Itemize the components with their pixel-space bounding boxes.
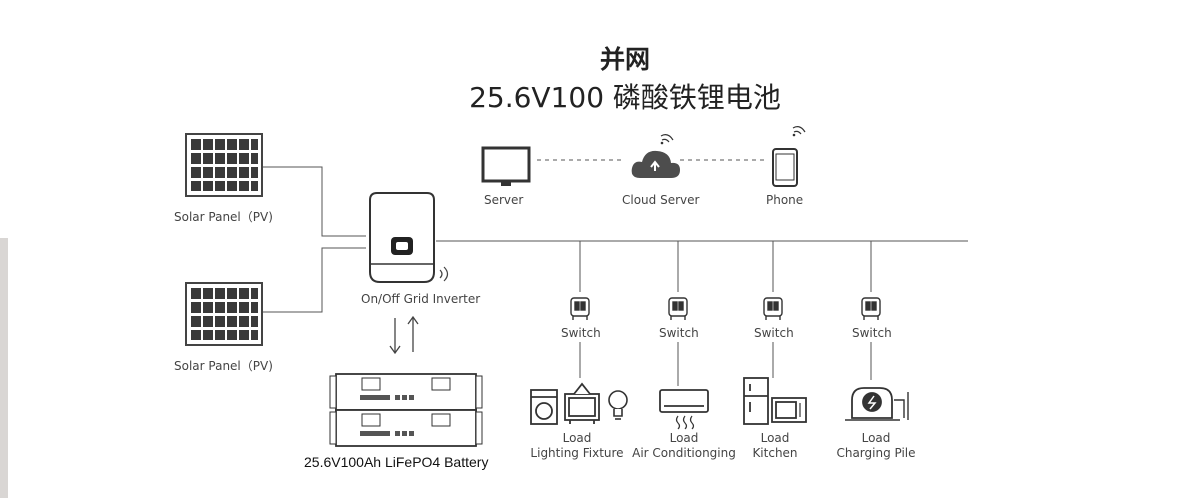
cloud-server-label: Cloud Server [622,193,700,207]
load-name: Kitchen [752,446,798,460]
tv-icon [564,382,600,424]
wire-solar-bottom [262,247,366,313]
battery-label: 25.6V100Ah LiFePO4 Battery [304,454,489,470]
inverter-icon [369,192,449,283]
power-flow-arrows-icon [389,315,419,355]
solar-panel-top-label: Solar Panel（PV) [174,210,273,224]
refrigerator-icon [743,377,769,425]
switch-label: Switch [659,326,699,340]
washing-machine-icon [530,389,558,425]
phone-label: Phone [766,193,804,207]
solar-panel-icon [185,282,263,346]
switch-icon [570,297,590,320]
microwave-icon [771,397,807,423]
switch-icon [861,297,881,320]
server-label: Server [484,193,524,207]
phone-icon [772,126,806,187]
solar-panel-icon [185,133,263,197]
load-label: Load [861,431,891,445]
load-charging-pile: Load Charging Pile [832,431,920,461]
wire-solar-top [262,166,366,237]
cloud-icon [631,134,680,178]
solar-panel-bottom-label: Solar Panel（PV) [174,359,273,373]
switch-label: Switch [561,326,601,340]
switch-label: Switch [852,326,892,340]
battery-stack-icon [329,373,483,447]
air-conditioner-icon [659,389,709,430]
switch-icon [763,297,783,320]
load-kitchen: Load Kitchen [735,431,815,461]
switch-label: Switch [754,326,794,340]
load-label: Load [669,431,699,445]
load-lighting: Load Lighting Fixture [527,431,627,461]
load-label: Load [760,431,790,445]
switch-icon [668,297,688,320]
load-label: Load [562,431,592,445]
load-name: Charging Pile [836,446,916,460]
server-monitor-icon [481,146,531,186]
left-edge-strip [0,238,8,498]
load-name: Lighting Fixture [530,446,624,460]
load-air-conditioning: Load Air Conditionging [630,431,738,461]
diagram-subtitle: 25.6V100 磷酸铁锂电池 [469,81,781,114]
diagram-title: 并网 [599,45,650,74]
load-name: Air Conditionging [632,446,736,460]
ev-charger-icon [845,387,909,421]
inverter-label: On/Off Grid Inverter [361,292,481,306]
light-bulb-icon [608,390,628,420]
